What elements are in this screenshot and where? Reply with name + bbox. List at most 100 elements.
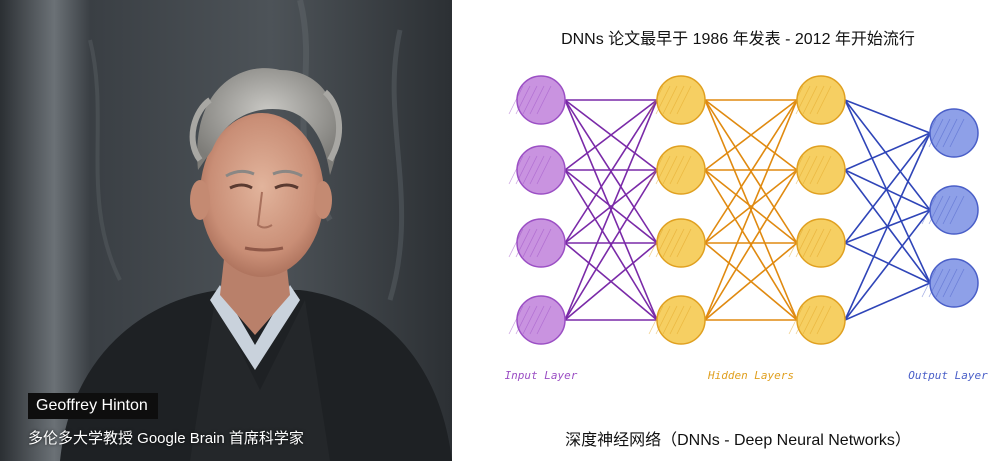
node-hatch bbox=[662, 155, 678, 185]
node-hatch bbox=[816, 155, 832, 185]
node-hatch bbox=[816, 228, 832, 258]
node-hatch bbox=[529, 85, 545, 115]
node-hatch bbox=[795, 155, 811, 185]
node-hatch bbox=[928, 268, 944, 298]
network-edge bbox=[844, 282, 931, 321]
node-hatch bbox=[522, 228, 538, 258]
network-edge bbox=[844, 99, 931, 134]
node-hatch bbox=[655, 85, 671, 115]
node-hatch bbox=[655, 305, 671, 335]
node-hatch bbox=[949, 195, 965, 225]
node-hatch bbox=[669, 228, 685, 258]
network-node bbox=[929, 185, 979, 235]
node-hatch bbox=[788, 85, 804, 115]
node-hatch bbox=[795, 85, 811, 115]
node-hatch bbox=[809, 228, 825, 258]
node-hatch bbox=[676, 305, 692, 335]
network-node bbox=[929, 108, 979, 158]
network-node bbox=[656, 218, 706, 268]
node-hatch bbox=[662, 228, 678, 258]
diagram-caption: 深度神经网络（DNNs - Deep Neural Networks） bbox=[565, 432, 911, 449]
person-title-caption: 多伦多大学教授 Google Brain 首席科学家 bbox=[28, 430, 304, 447]
node-hatch bbox=[536, 85, 552, 115]
network-edge bbox=[844, 169, 931, 211]
network-edge bbox=[564, 99, 658, 171]
network-edge bbox=[704, 99, 798, 321]
node-hatch bbox=[536, 305, 552, 335]
network-edge bbox=[704, 169, 798, 321]
node-hatch bbox=[942, 195, 958, 225]
node-hatch bbox=[508, 85, 524, 115]
layer-label: Hidden Layers bbox=[707, 369, 794, 382]
network-node bbox=[656, 295, 706, 345]
node-hatch bbox=[669, 85, 685, 115]
network-edge bbox=[564, 99, 658, 321]
node-hatch bbox=[809, 305, 825, 335]
node-hatch bbox=[795, 305, 811, 335]
network-node bbox=[516, 218, 566, 268]
node-hatch bbox=[662, 305, 678, 335]
network-edge bbox=[844, 209, 931, 321]
node-hatch bbox=[942, 118, 958, 148]
node-hatch bbox=[648, 85, 664, 115]
network-edge bbox=[564, 169, 658, 321]
node-hatch bbox=[515, 305, 531, 335]
layer-label: Output Layer bbox=[908, 369, 988, 382]
node-hatch bbox=[802, 85, 818, 115]
network-nodes bbox=[508, 75, 979, 345]
network-edge bbox=[704, 99, 798, 171]
node-hatch bbox=[515, 228, 531, 258]
node-hatch bbox=[816, 305, 832, 335]
network-node bbox=[796, 218, 846, 268]
node-hatch bbox=[942, 268, 958, 298]
network-edge bbox=[704, 99, 798, 244]
network-node bbox=[796, 145, 846, 195]
node-hatch bbox=[921, 118, 937, 148]
node-hatch bbox=[921, 195, 937, 225]
node-hatch bbox=[529, 155, 545, 185]
person-name-caption: Geoffrey Hinton bbox=[28, 393, 158, 419]
node-hatch bbox=[809, 85, 825, 115]
portrait-photo: Geoffrey Hinton 多伦多大学教授 Google Brain 首席科… bbox=[0, 0, 452, 461]
network-node bbox=[516, 75, 566, 125]
network-node bbox=[796, 295, 846, 345]
node-hatch bbox=[536, 155, 552, 185]
node-hatch bbox=[536, 228, 552, 258]
node-hatch bbox=[515, 85, 531, 115]
node-hatch bbox=[795, 228, 811, 258]
node-hatch bbox=[802, 155, 818, 185]
node-hatch bbox=[935, 118, 951, 148]
node-hatch bbox=[522, 85, 538, 115]
node-hatch bbox=[935, 268, 951, 298]
portrait-illustration bbox=[0, 0, 452, 461]
node-hatch bbox=[949, 118, 965, 148]
node-hatch bbox=[676, 155, 692, 185]
node-hatch bbox=[802, 305, 818, 335]
node-hatch bbox=[928, 118, 944, 148]
layer-label: Input Layer bbox=[505, 369, 578, 382]
node-hatch bbox=[669, 305, 685, 335]
node-hatch bbox=[508, 155, 524, 185]
node-hatch bbox=[655, 155, 671, 185]
network-edge bbox=[844, 132, 931, 321]
node-hatch bbox=[802, 228, 818, 258]
node-hatch bbox=[669, 155, 685, 185]
node-hatch bbox=[529, 305, 545, 335]
node-hatch bbox=[788, 228, 804, 258]
network-edge bbox=[704, 242, 798, 321]
network-edge bbox=[844, 99, 931, 284]
network-edge bbox=[844, 132, 931, 244]
network-edges bbox=[564, 99, 931, 321]
diagram-title: DNNs 论文最早于 1986 年发表 - 2012 年开始流行 bbox=[561, 31, 915, 48]
node-hatch bbox=[648, 305, 664, 335]
network-node bbox=[929, 258, 979, 308]
network-edge bbox=[844, 242, 931, 284]
node-hatch bbox=[676, 85, 692, 115]
node-hatch bbox=[676, 228, 692, 258]
network-node bbox=[656, 75, 706, 125]
network-node bbox=[516, 295, 566, 345]
node-hatch bbox=[809, 155, 825, 185]
neural-network-diagram: Input Layer Hidden Layers Output Layer bbox=[505, 75, 988, 382]
node-hatch bbox=[515, 155, 531, 185]
network-node bbox=[516, 145, 566, 195]
